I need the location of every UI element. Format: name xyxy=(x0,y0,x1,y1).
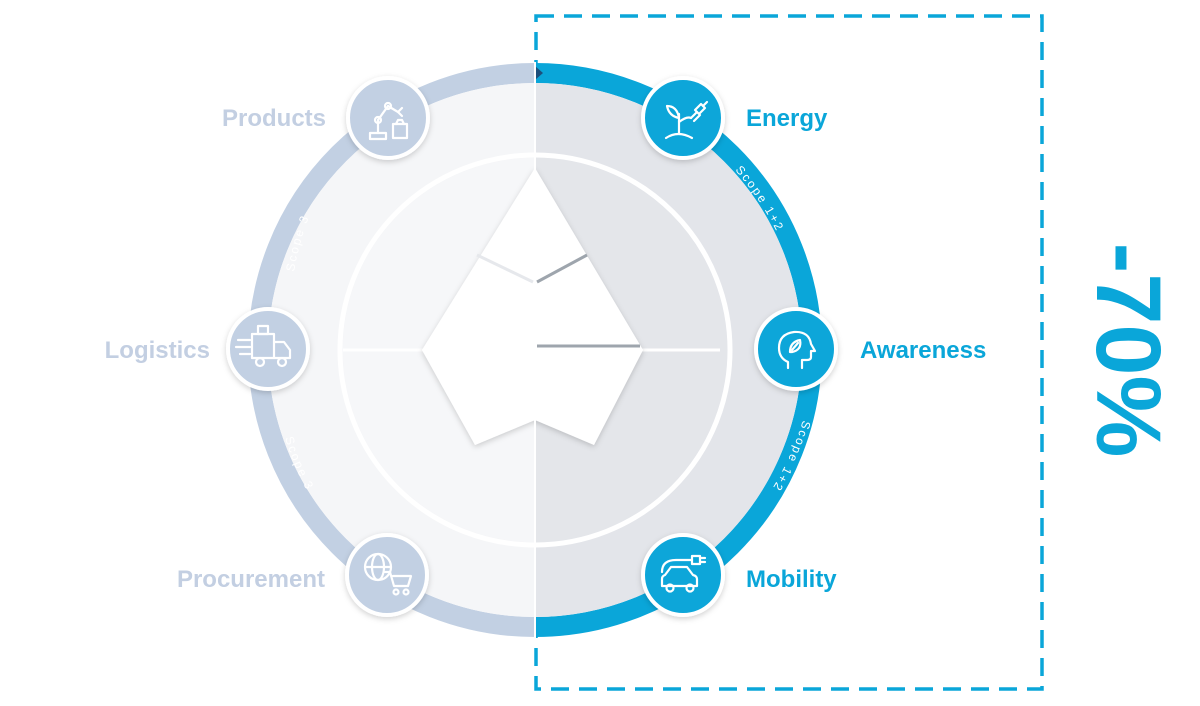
delivery-truck-icon xyxy=(234,324,292,368)
leaf-vein-right xyxy=(536,253,588,284)
plant-plug-icon xyxy=(664,100,709,140)
segment-energy: Energy xyxy=(641,76,828,160)
robot-arm-icon xyxy=(368,101,409,141)
center-leaf xyxy=(422,168,643,445)
globe-cart-icon xyxy=(363,552,413,596)
segment-label-products: Products xyxy=(222,105,326,132)
segment-label-mobility: Mobility xyxy=(746,566,837,593)
segment-logistics: Logistics xyxy=(105,307,310,391)
leaf-vein-left xyxy=(476,253,534,284)
segment-label-awareness: Awareness xyxy=(860,337,986,364)
ring-divider-marker xyxy=(535,66,543,80)
segment-label-logistics: Logistics xyxy=(105,337,210,364)
electric-car-icon xyxy=(660,554,707,593)
segment-products: Products xyxy=(222,76,430,160)
segment-procurement: Procurement xyxy=(177,533,429,617)
segment-awareness: Awareness xyxy=(754,307,986,391)
segment-label-energy: Energy xyxy=(746,105,828,132)
segment-label-procurement: Procurement xyxy=(177,566,325,593)
segment-mobility: Mobility xyxy=(641,533,837,617)
reduction-target: -70% xyxy=(1077,243,1179,458)
head-leaf-icon xyxy=(777,330,817,370)
